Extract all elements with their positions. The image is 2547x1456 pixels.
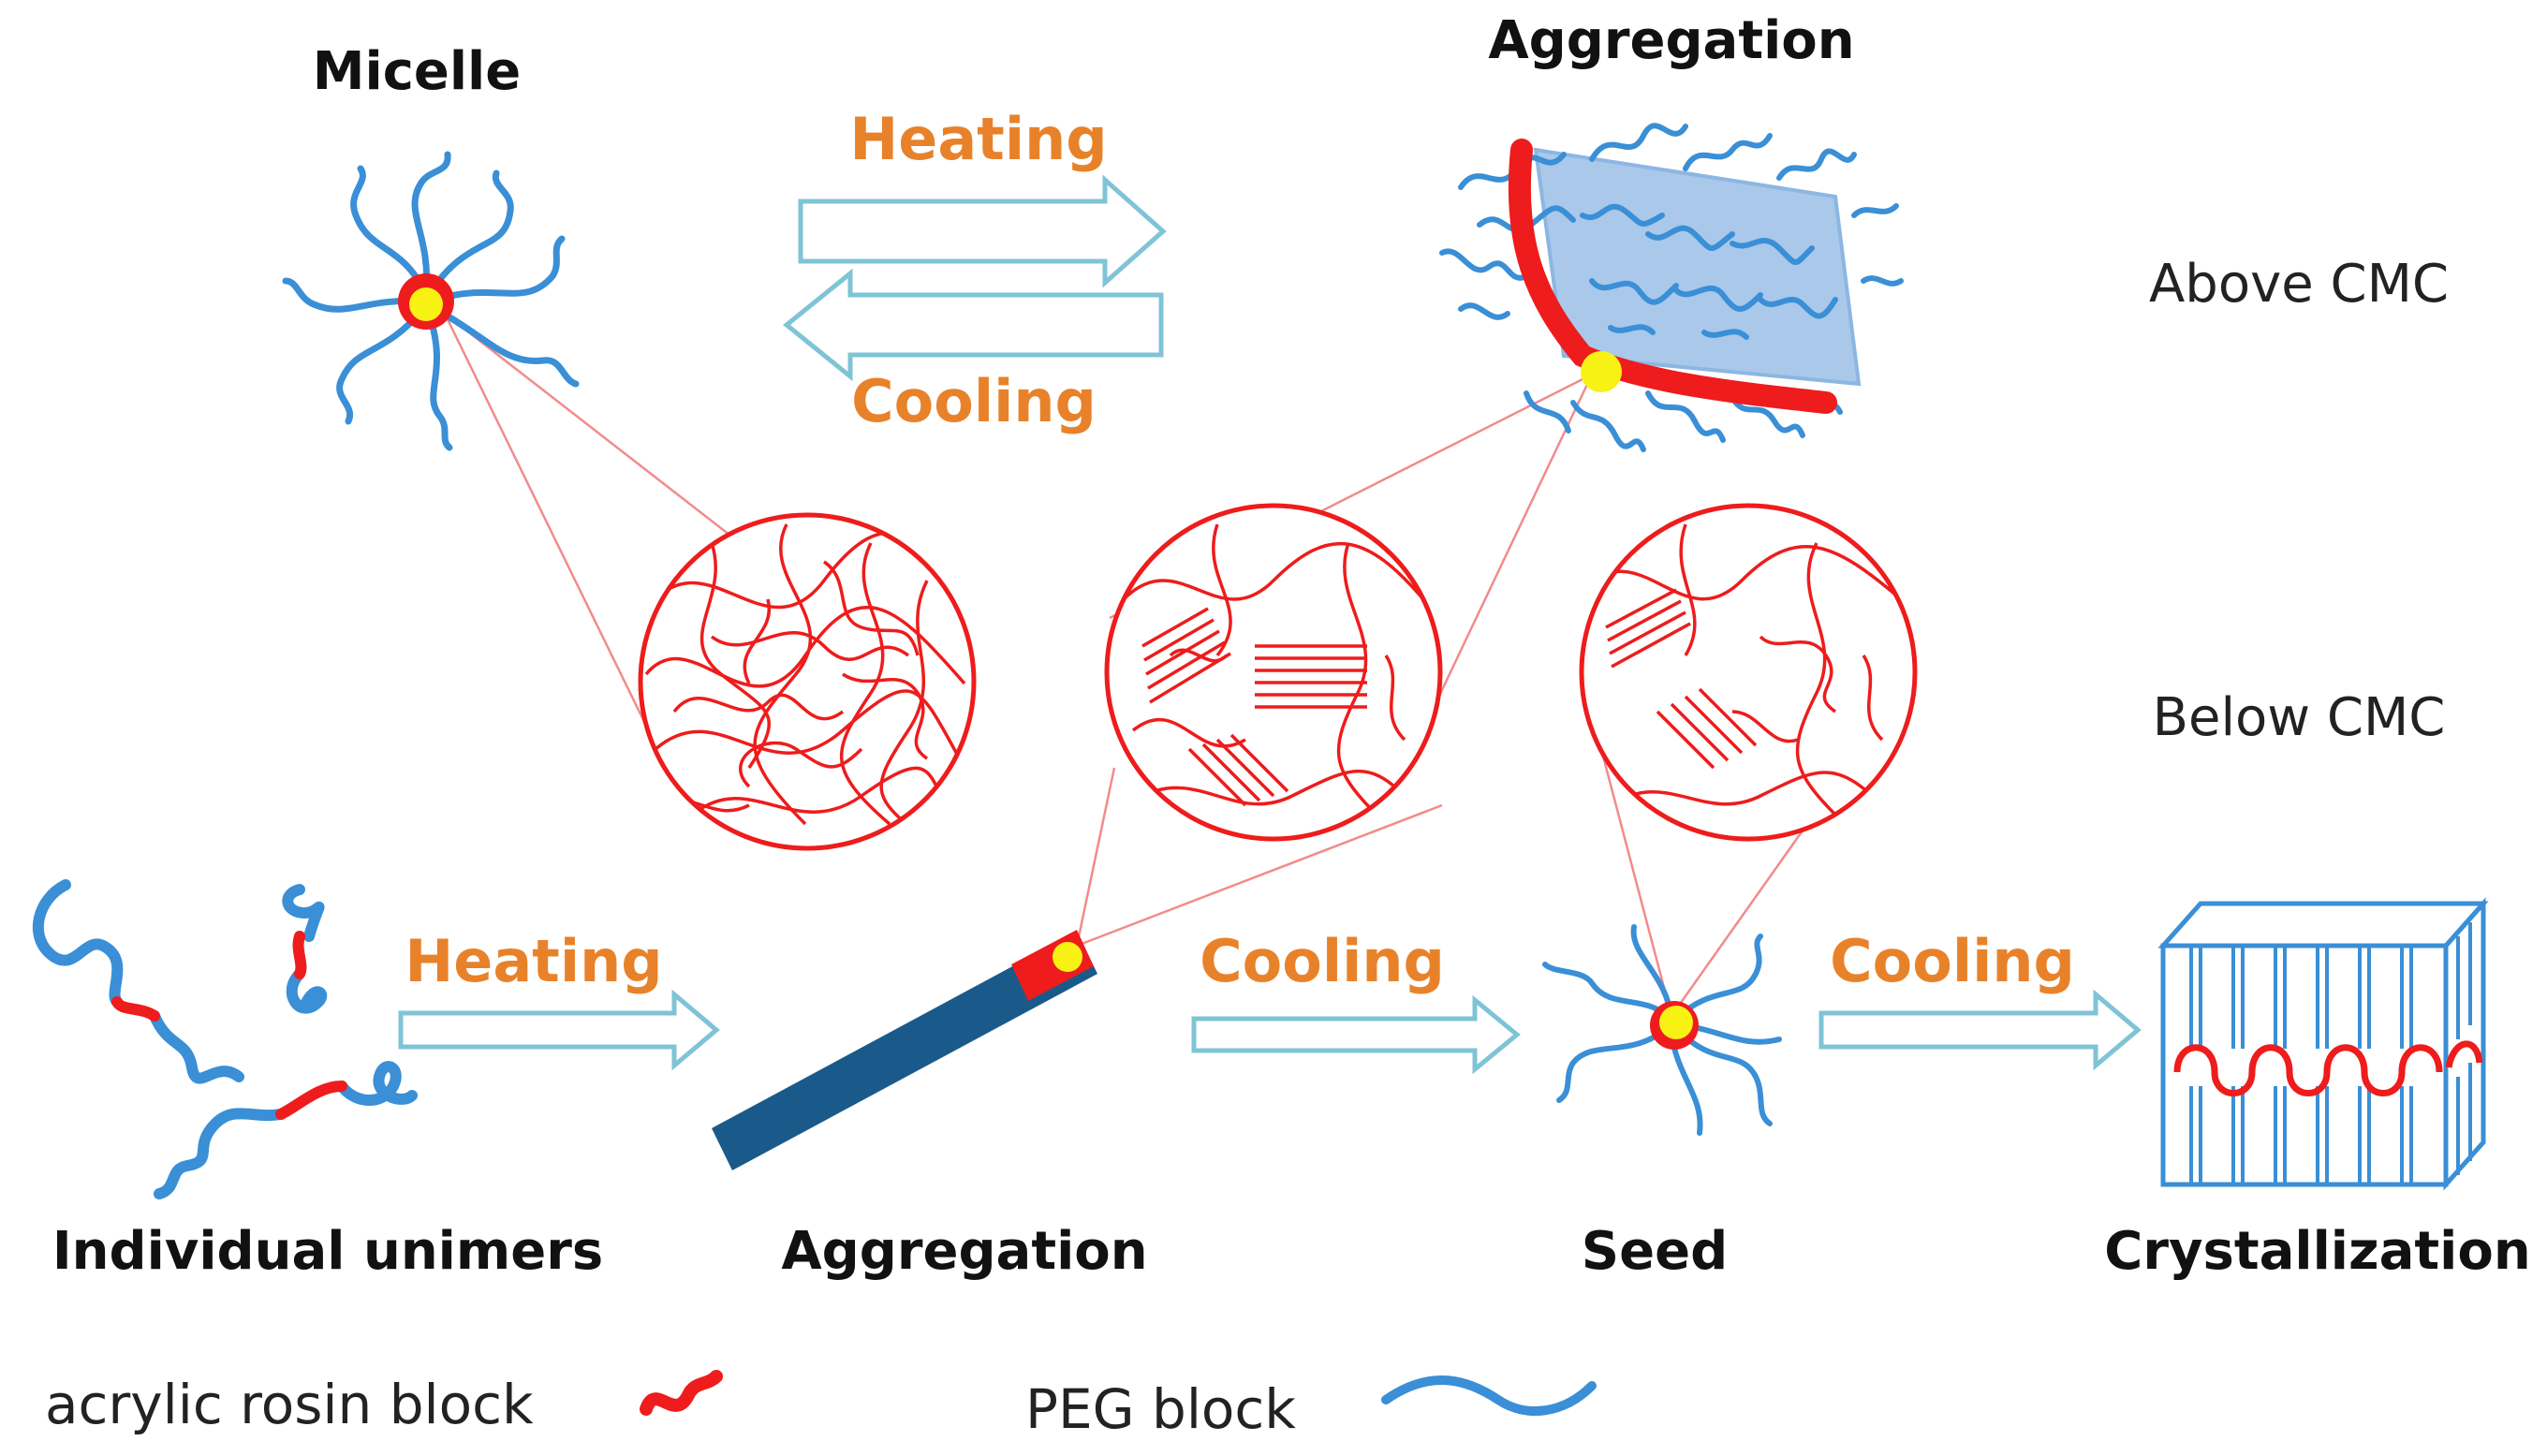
aggregation-top-illustration (1439, 123, 1904, 452)
above-cmc-label: Above CMC (2149, 254, 2449, 315)
aggregation-top-label: Aggregation (1488, 10, 1854, 71)
aggregation-bottom-label: Aggregation (781, 1221, 1147, 1282)
micelle-label: Micelle (313, 41, 521, 102)
bottom-cooling-arrow-1 (1191, 994, 1521, 1075)
crystallization-illustration (2157, 897, 2489, 1191)
bottom-cooling-arrow-2 (1818, 989, 2142, 1071)
below-cmc-label: Below CMC (2153, 687, 2446, 748)
bottom-heating-arrow (398, 989, 720, 1071)
bottom-cooling-label-2: Cooling (1830, 927, 2075, 995)
top-heating-label: Heating (849, 105, 1107, 173)
zoom-circle-ordered (1104, 503, 1443, 842)
legend-rosin-swatch (640, 1370, 723, 1416)
legend-rosin-label: acrylic rosin block (45, 1373, 534, 1436)
unimers-illustration (32, 879, 418, 1199)
zoom-circle-seed (1579, 503, 1918, 842)
bottom-heating-label: Heating (405, 927, 662, 995)
legend-peg-label: PEG block (1025, 1377, 1296, 1441)
seed-illustration (1542, 924, 1782, 1136)
aggregation-bottom-illustration (712, 930, 1097, 1170)
top-cooling-label: Cooling (851, 367, 1097, 435)
zoom-circle-amorphous (638, 512, 977, 851)
legend-peg-swatch (1381, 1375, 1597, 1416)
top-heating-arrow (798, 174, 1167, 288)
micelle-illustration (282, 151, 580, 451)
individual-unimers-label: Individual unimers (52, 1221, 603, 1282)
bottom-cooling-label-1: Cooling (1200, 927, 1445, 995)
top-cooling-arrow (783, 268, 1164, 382)
crystallization-label: Crystallization (2104, 1221, 2530, 1282)
seed-label: Seed (1582, 1221, 1728, 1282)
crystallization-rosin-chain (2173, 1040, 2483, 1096)
